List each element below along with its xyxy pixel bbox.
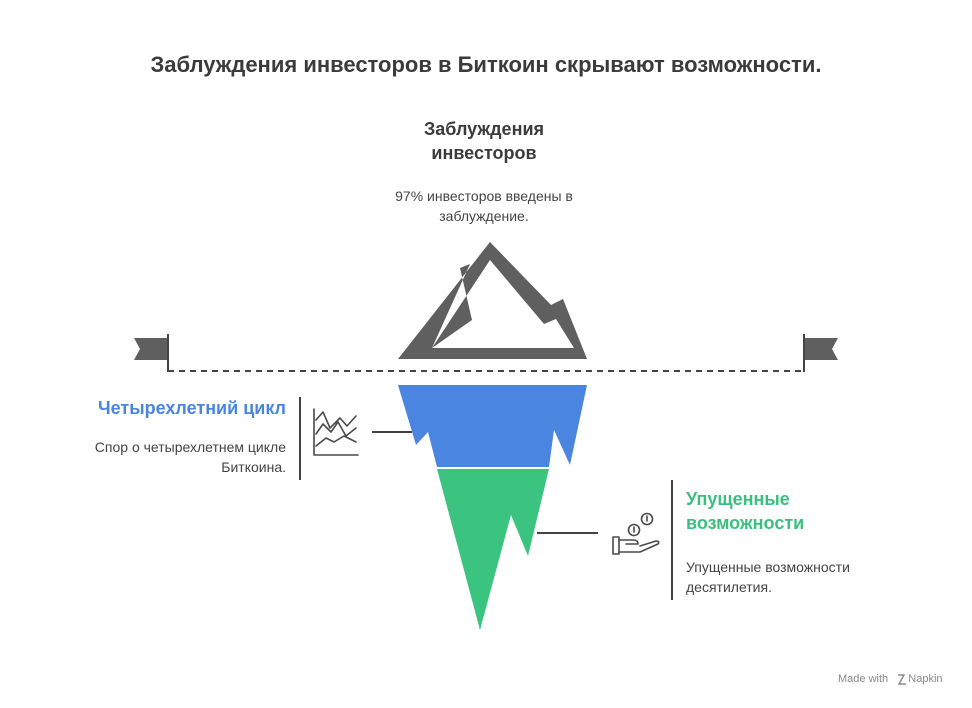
right-description: Упущенные возможности десятилетия.	[686, 559, 850, 595]
line-chart-icon	[313, 408, 359, 456]
napkin-logo-icon	[897, 674, 906, 685]
green-layer	[437, 469, 549, 630]
page-title: Заблуждения инвесторов в Биткоин скрываю…	[150, 52, 822, 77]
left-description: Спор о четырехлетнем цикле Биткоина.	[94, 439, 286, 475]
right-flag-icon	[803, 334, 838, 372]
mountain-tip-icon	[398, 242, 587, 359]
left-flag-icon	[134, 334, 169, 372]
top-description: 97% инвесторов введены в заблуждение.	[395, 188, 573, 224]
footer-credit: Made with Napkin	[838, 673, 962, 685]
blue-layer	[398, 385, 587, 467]
brand-label: Napkin	[908, 673, 943, 685]
made-with-label: Made with	[838, 673, 889, 685]
hand-coins-icon	[612, 512, 660, 555]
top-heading: Заблуждения инвесторов	[423, 119, 545, 163]
right-heading: Упущенные возможности	[686, 489, 805, 533]
left-heading: Четырехлетний цикл	[98, 398, 286, 418]
